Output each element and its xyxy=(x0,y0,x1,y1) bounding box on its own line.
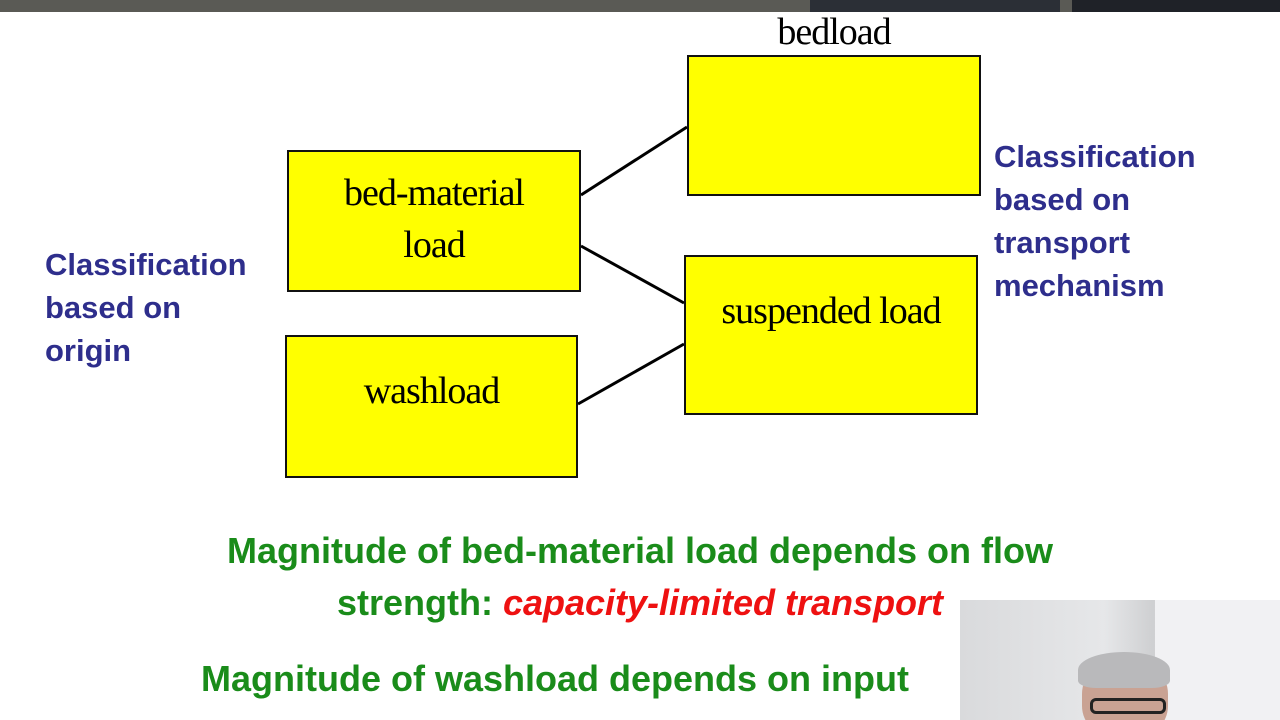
node-bedload: bedload xyxy=(687,11,981,196)
top-window-strip xyxy=(0,0,1280,12)
top-strip-segment xyxy=(810,0,1060,12)
caption-line3: Magnitude of washload depends on input xyxy=(201,658,909,699)
presenter-video-feed xyxy=(960,600,1280,720)
caption-washload: Magnitude of washload depends on input xyxy=(0,653,1195,705)
node-bed-material-text-line2: load xyxy=(403,224,465,266)
connector-bedmaterial-bedload xyxy=(580,125,688,197)
label-origin-line: based on xyxy=(45,290,182,325)
presenter-glasses xyxy=(1090,698,1166,714)
label-classification-mechanism: Classification based on transport mechan… xyxy=(994,135,1196,307)
node-bed-material-text-line1: bed-material xyxy=(343,172,525,214)
label-mechanism-line: Classification xyxy=(994,139,1196,174)
node-suspended-text: suspended load xyxy=(721,290,941,332)
label-mechanism-line: transport xyxy=(994,225,1131,260)
node-washload: washload xyxy=(285,335,578,478)
label-mechanism-line: based on xyxy=(994,182,1131,217)
node-bedload-text: bedload xyxy=(777,11,891,53)
caption-bed-material: Magnitude of bed-material load depends o… xyxy=(0,525,1280,629)
label-origin-line: origin xyxy=(45,333,132,368)
connector-washload-suspended xyxy=(577,342,685,406)
node-bed-material-load: bed-material load xyxy=(287,150,581,292)
node-suspended-load: suspended load xyxy=(684,255,978,415)
caption-emphasis: capacity-limited transport xyxy=(502,582,944,623)
top-strip-segment xyxy=(1072,0,1280,12)
caption-line1: Magnitude of bed-material load depends o… xyxy=(226,530,1054,571)
webcam-background-panel xyxy=(1155,600,1280,720)
presenter-hair xyxy=(1078,652,1170,688)
connector-bedmaterial-suspended xyxy=(580,244,685,305)
label-mechanism-line: mechanism xyxy=(994,268,1165,303)
label-classification-origin: Classification based on origin xyxy=(45,243,247,372)
caption-line2-prefix: strength: xyxy=(336,582,503,623)
node-washload-text: washload xyxy=(363,370,501,412)
caption-line2: strength: capacity-limited transport xyxy=(0,577,1280,629)
label-origin-line: Classification xyxy=(45,247,247,282)
